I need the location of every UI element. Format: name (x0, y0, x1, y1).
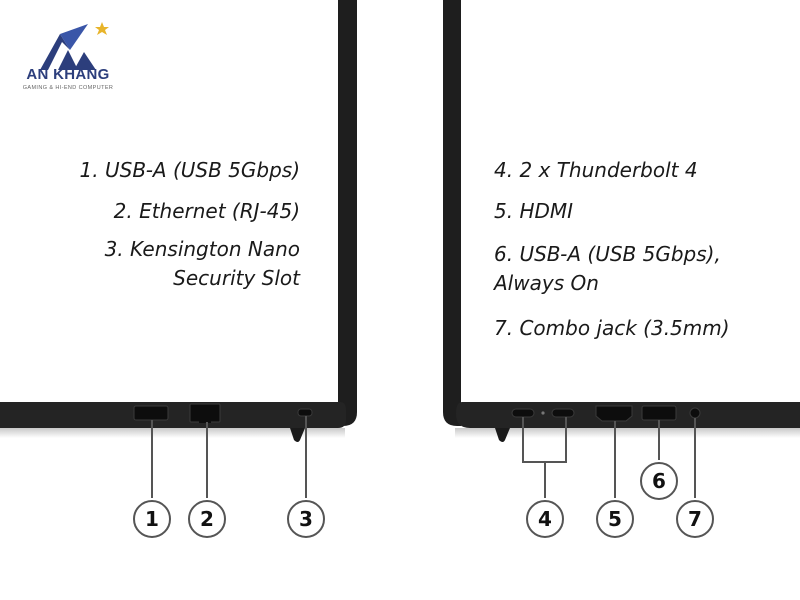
star-icon (95, 22, 109, 35)
hdmi-port-icon (595, 405, 633, 422)
label-thunderbolt: 4. 2 x Thunderbolt 4 (494, 158, 698, 182)
brand-name: AN KHANG (26, 66, 110, 83)
callout-5: 5 (596, 500, 634, 538)
led-indicator (541, 411, 545, 415)
kensington-slot-icon (297, 408, 313, 417)
callout-lines (151, 416, 696, 498)
left-foot (290, 428, 305, 442)
label-usb-a-left: 1. USB-A (USB 5Gbps) (79, 158, 300, 182)
left-base (0, 402, 346, 428)
ethernet-port-tab (199, 419, 211, 423)
left-laptop (0, 0, 357, 442)
usb-a-always-on-port-icon (641, 405, 677, 421)
label-hdmi: 5. HDMI (494, 199, 574, 223)
label-usb-a-right-line1: 6. USB-A (USB 5Gbps), (494, 242, 721, 266)
callout-4: 4 (526, 500, 564, 538)
thunderbolt-port-1-icon (511, 408, 535, 418)
thunderbolt-port-2-icon (551, 408, 575, 418)
right-lid (443, 0, 461, 426)
label-kensington-line1: 3. Kensington Nano (104, 237, 300, 261)
callout-7: 7 (676, 500, 714, 538)
label-ethernet: 2. Ethernet (RJ-45) (113, 199, 300, 223)
combo-jack-icon (689, 407, 701, 419)
left-lid (338, 0, 357, 426)
callout-2: 2 (188, 500, 226, 538)
label-usb-a-right-line2: Always On (494, 271, 599, 295)
brand-tagline: GAMING & HI-END COMPUTER (22, 85, 114, 91)
usb-a-port-icon (133, 405, 169, 421)
callout-6: 6 (640, 462, 678, 500)
label-combo-jack: 7. Combo jack (3.5mm) (494, 316, 730, 340)
an-khang-logo-icon (40, 22, 109, 70)
right-laptop (443, 0, 800, 442)
label-kensington-line2: Security Slot (173, 266, 300, 290)
callout-3: 3 (287, 500, 325, 538)
callout-1: 1 (133, 500, 171, 538)
right-foot (495, 428, 510, 442)
